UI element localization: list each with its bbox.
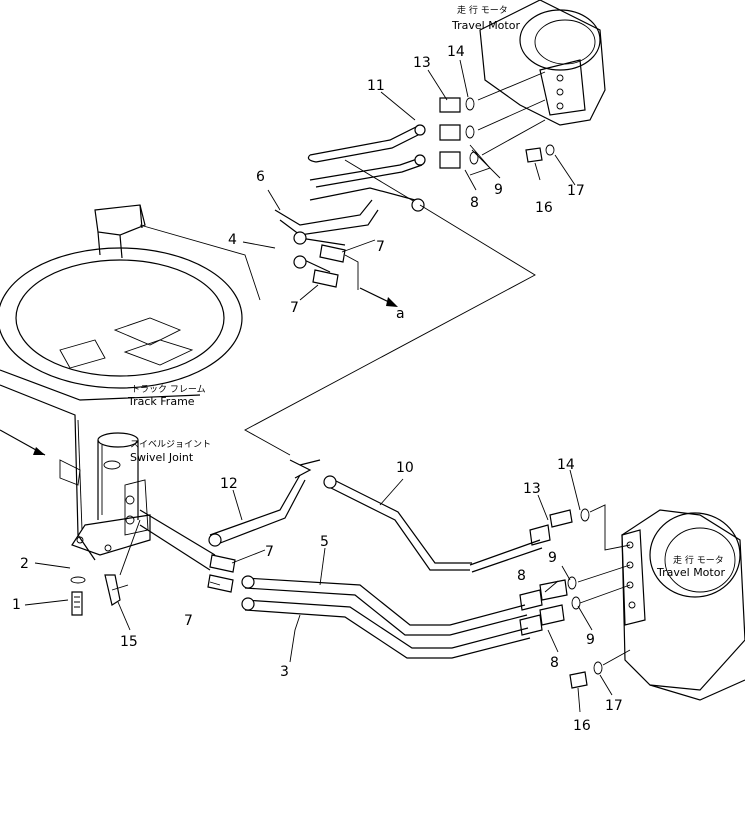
top-fittings <box>439 71 555 176</box>
callout-16a: 16 <box>535 200 553 216</box>
leader-lines <box>24 59 613 713</box>
callout-11: 11 <box>367 78 385 94</box>
callout-8b: 8 <box>517 568 526 584</box>
callout-4: 4 <box>228 232 237 248</box>
travel-motor-icon <box>479 0 606 126</box>
callout-14a: 14 <box>447 44 465 60</box>
travel-motor-bottom-en-label: Travel Motor <box>656 566 725 579</box>
lower-pipe-assembly <box>119 459 631 689</box>
travel-motor-bottom-jp-label: 走 行 モータ <box>673 554 724 566</box>
callout-17a: 17 <box>567 183 585 199</box>
callout-9c: 9 <box>586 632 595 648</box>
swivel-joint-icon <box>71 432 151 556</box>
travel-motor-top-en-label: Travel Motor <box>451 19 520 32</box>
swivel-joint-jp-label: スイベルジョイント <box>130 440 211 450</box>
callout-8c: 8 <box>550 655 559 671</box>
callout-13b: 13 <box>523 481 541 497</box>
callout-7c: 7 <box>265 544 274 560</box>
track-frame-icon <box>0 204 261 561</box>
callout-9b: 9 <box>548 550 557 566</box>
travel-motor-top-jp-label: 走 行 モータ <box>457 4 508 16</box>
callout-7b: 7 <box>376 239 385 255</box>
elbow-part-15 <box>104 574 129 606</box>
callout-9a: 9 <box>494 182 503 198</box>
callout-7a: 7 <box>290 300 299 316</box>
callout-1: 1 <box>12 597 21 613</box>
callout-3: 3 <box>280 664 289 680</box>
callout-14b: 14 <box>557 457 575 473</box>
callout-10: 10 <box>396 460 414 476</box>
callout-12: 12 <box>220 476 238 492</box>
swivel-joint-en-label: Swivel Joint <box>130 451 194 464</box>
arrow-a-label: a <box>396 306 405 322</box>
travel-motor-bottom-icon <box>621 509 745 701</box>
fitting-part-1 <box>70 576 86 616</box>
callout-6: 6 <box>256 169 265 185</box>
callout-5: 5 <box>320 534 329 550</box>
callout-8a: 8 <box>470 195 479 211</box>
callout-2: 2 <box>20 556 29 572</box>
callout-16b: 16 <box>573 718 591 734</box>
track-frame-en-label: Track Frame <box>127 395 195 408</box>
callout-13a: 13 <box>413 55 431 71</box>
callout-7d: 7 <box>184 613 193 629</box>
callout-15: 15 <box>120 634 138 650</box>
connection-line <box>244 204 536 456</box>
callout-17b: 17 <box>605 698 623 714</box>
track-frame-jp-label: トラック フレーム <box>131 384 206 395</box>
top-pipe-assembly <box>274 124 426 307</box>
